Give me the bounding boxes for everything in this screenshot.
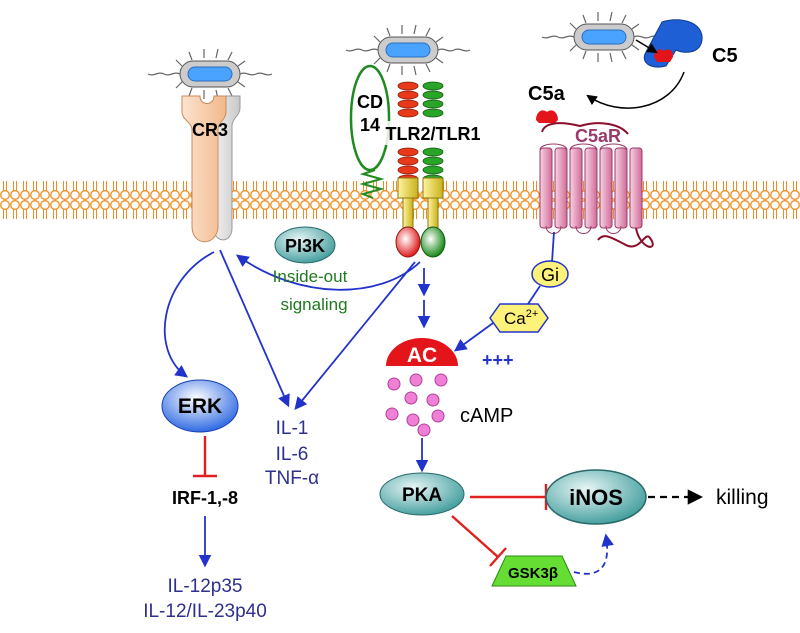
plus-label: +++ [482,350,514,370]
cd14-label-line1: CD [357,92,383,112]
c5a-label: C5a [528,83,566,105]
irf-label: IRF-1,-8 [172,488,238,508]
arrow-gsk3b-to-inos [573,533,614,575]
gsk3b-base: GSK3 [508,565,549,582]
camp-molecules [385,373,448,437]
il12p35-label: IL-12p35 [167,576,242,597]
inos-label: iNOS [569,485,623,510]
c5ar-receptor: C5aR [539,122,654,248]
c5-protein: C5 [643,19,738,68]
camp-label: cAMP [460,405,513,427]
cytokine-il6: IL-6 [276,444,309,465]
line-gi-to-ca [527,285,541,305]
pka-node: PKA [379,472,465,516]
ac-node: AC [386,338,458,367]
c5-to-c5a-arrow [586,71,685,109]
calcium-label: Ca2+ [504,308,538,328]
pi3k-node: PI3K [274,226,336,264]
cr3-label: CR3 [192,120,228,140]
c5a-fragment: C5a [528,83,566,123]
c5ar-label: C5aR [575,126,621,146]
pka-label: PKA [402,485,442,506]
line-c5ar-to-gi [551,231,555,263]
bacterium-cr3 [147,48,273,100]
cytokine-tnfa: TNF-α [265,468,319,489]
bacterium-c5 [541,11,667,63]
erk-label: ERK [178,395,222,418]
inhibit-pka-inos [470,484,548,510]
pi3k-label: PI3K [285,236,325,256]
inhibit-erk-irf [193,436,217,478]
arrow-cr3-to-cytokines [219,249,290,408]
arrow-ca-to-ac [453,317,501,352]
killing-label: killing [716,486,769,509]
cytokine-list: IL-1 IL-6 TNF-α [265,418,319,489]
arrow-cr3-to-erk [164,251,215,378]
cd14-receptor: CD 14 [349,64,391,199]
gi-node: Gi [531,260,569,288]
connector-arrows [164,231,614,575]
cytokine-il1: IL-1 [276,418,309,439]
bacterium-to-c5-arrow [635,39,658,54]
gsk3b-beta: β [549,565,558,582]
tlr2-tir-domain [395,226,421,258]
bacterium-tlr [345,24,471,76]
c5-label: C5 [712,45,738,67]
il12-il23p40-label: IL-12/IL-23p40 [143,601,267,622]
gsk3b-label: GSK3β [508,565,558,582]
cr3-receptor: CR3 [181,95,241,243]
arrow-tlr-to-cytokines [294,261,416,410]
tlr2-tlr1-receptor: TLR2/TLR1 [380,81,486,258]
cd14-label-line2: 14 [360,115,380,135]
arrow-inside-out-signaling [235,254,421,291]
ac-label: AC [407,344,437,367]
inhibition-lines [193,436,548,567]
inos-node: iNOS [545,469,647,525]
inside-out-label-2: signaling [280,295,347,314]
inhibit-pka-gsk3b [451,515,507,567]
tlr1-tir-domain [420,226,446,258]
calcium-charge: 2+ [526,308,539,320]
tlr-label: TLR2/TLR1 [385,124,480,144]
inside-out-label-1: Inside-out [273,267,348,286]
erk-node: ERK [161,379,239,433]
calcium-node: Ca2+ [489,303,549,333]
calcium-base: Ca [504,309,526,328]
gsk3b-node: GSK3β [491,555,577,587]
gi-label: Gi [541,265,559,285]
il12-list: IL-12p35 IL-12/IL-23p40 [143,576,267,622]
